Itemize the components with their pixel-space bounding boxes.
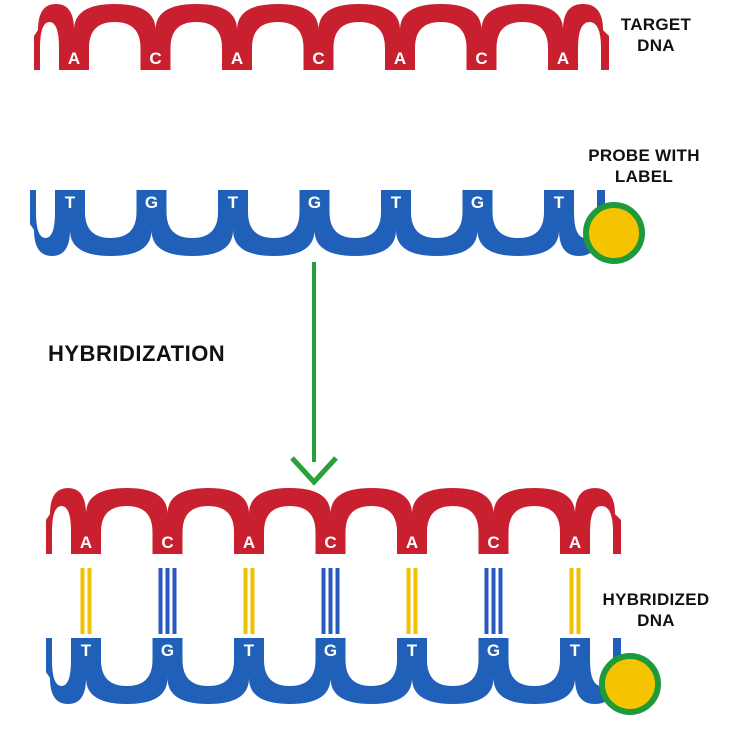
bond-7-line-2 (576, 568, 581, 634)
hybrid-label-marker (599, 653, 661, 715)
bond-4-line-3 (335, 568, 340, 634)
target-strand-base-6: C (475, 49, 487, 68)
hybridization-arrow-head (290, 456, 338, 486)
bond-3-line-2 (250, 568, 255, 634)
hybrid-probe-strand-base-6: G (487, 641, 500, 660)
bond-4-line-2 (328, 568, 333, 634)
probe-with-label-label: PROBE WITH LABEL (564, 145, 724, 187)
bond-7-line-1 (569, 568, 574, 634)
hybrid-probe-strand-base-4: G (324, 641, 337, 660)
bond-2-line-1 (158, 568, 163, 634)
bond-3-line-1 (243, 568, 248, 634)
bond-6-line-2 (491, 568, 496, 634)
hybrid-probe-strand-base-1: T (81, 641, 92, 660)
hybrid-probe-strand-backbone (46, 638, 621, 704)
hybrid-target-strand-base-3: A (243, 533, 255, 552)
probe-strand-base-6: G (471, 193, 484, 212)
probe-strand-base-2: G (145, 193, 158, 212)
target-strand-base-1: A (68, 49, 80, 68)
bond-5-line-1 (406, 568, 411, 634)
bond-6-line-3 (498, 568, 503, 634)
probe-label-line2: LABEL (614, 167, 674, 186)
target-strand-backbone (34, 4, 609, 70)
target-dna-label-line1: TARGET (620, 15, 692, 34)
probe-strand-base-7: T (554, 193, 565, 212)
hybrid-target-strand-backbone (46, 488, 621, 554)
target-strand-base-5: A (394, 49, 406, 68)
bond-1-line-2 (87, 568, 92, 634)
bond-5-line-2 (413, 568, 418, 634)
bond-2-line-2 (165, 568, 170, 634)
target-dna-label: TARGET DNA (596, 14, 716, 56)
probe-strand-base-3: T (228, 193, 239, 212)
target-strand-base-3: A (231, 49, 243, 68)
target-strand-base-7: A (557, 49, 569, 68)
target-strand-base-2: C (149, 49, 161, 68)
probe-strand-base-4: G (308, 193, 321, 212)
bond-2-line-3 (172, 568, 177, 634)
target-strand-base-4: C (312, 49, 324, 68)
hybrid-probe-strand-base-7: T (570, 641, 581, 660)
bond-6-line-1 (484, 568, 489, 634)
hybrid-target-strand-base-5: A (406, 533, 418, 552)
probe-strand-base-5: T (391, 193, 402, 212)
bond-1-line-1 (80, 568, 85, 634)
probe-label-line1: PROBE WITH (588, 146, 700, 165)
hybrid-target-strand-base-2: C (161, 533, 173, 552)
target-dna-label-line2: DNA (637, 36, 675, 55)
hybridization-label: HYBRIDIZATION (48, 341, 226, 366)
hybrid-target-strand-base-7: A (569, 533, 581, 552)
hybrid-probe-strand-base-3: T (244, 641, 255, 660)
hybridized-dna-label: HYBRIDIZED DNA (588, 589, 724, 631)
probe-strand-backbone (30, 190, 605, 256)
hybrid-probe-strand-base-2: G (161, 641, 174, 660)
hybrid-probe-strand-base-5: T (407, 641, 418, 660)
hybrid-target-strand-base-4: C (324, 533, 336, 552)
hybrid-target-strand-base-6: C (487, 533, 499, 552)
probe-strand-base-1: T (65, 193, 76, 212)
hybridized-label-line1: HYBRIDIZED (602, 590, 710, 609)
bond-4-line-1 (321, 568, 326, 634)
hybridized-label-line2: DNA (637, 611, 675, 630)
hybrid-target-strand-base-1: A (80, 533, 92, 552)
probe-label-marker (583, 202, 645, 264)
